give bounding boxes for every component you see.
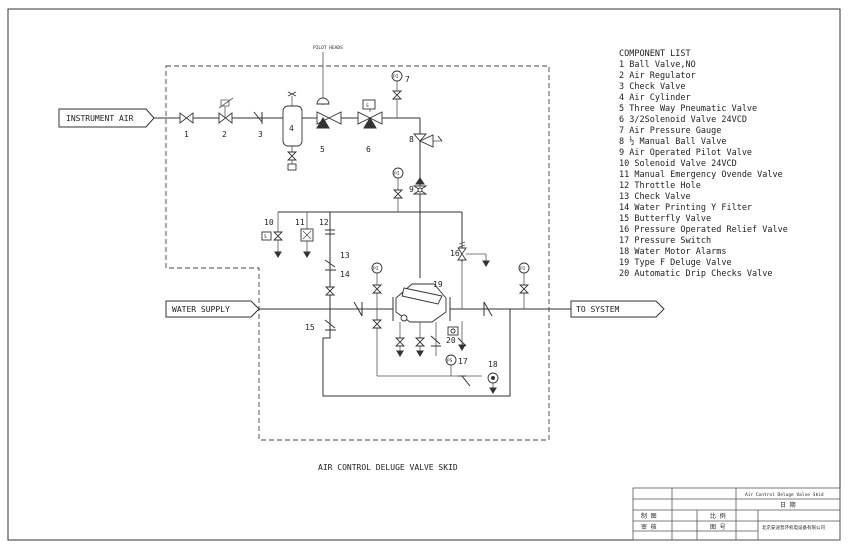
legend-item: 9 Air Operated Pilot Valve [619,148,752,158]
instrument-air-label: INSTRUMENT AIR [66,114,134,123]
relief-valve-16 [457,241,490,309]
tb-checked-label: 审 核 [641,523,657,531]
check-valve-13 [324,259,336,271]
drain-check-c [430,322,441,356]
check-valve-3 [253,111,263,124]
legend-item: 6 3/2Solenoid Valve 24VCD [619,115,747,125]
pressure-gauge-inlet: PI [371,262,383,309]
legend-item: 1 Ball Valve,NO [619,60,696,70]
manual-ball-valve-8 [413,133,443,148]
water-motor-alarm-18 [487,372,499,394]
callout-1: 1 [184,130,189,139]
callout-18: 18 [488,360,498,369]
air-regulator-2 [218,97,234,124]
callout-4: 4 [289,124,294,133]
drain-valve-a [394,322,406,357]
gauge-outlet-tag: PI [520,266,526,272]
outlet-valve-symbol [483,301,493,317]
legend-item: 14 Water Printing Y Filter [619,203,752,213]
solenoid-valve-10: S [261,231,284,258]
callout-14: 14 [340,270,350,279]
legend-item: 16 Pressure Operated Relief Valve [619,225,788,235]
air-skid-boundary [165,65,550,441]
callout-20: 20 [446,336,456,345]
water-supply-tag: WATER SUPPLY [165,300,260,318]
callout-2: 2 [222,130,227,139]
callout-6: 6 [366,145,371,154]
pilot-valve-9 [412,177,428,195]
inlet-drain-valve [371,309,383,376]
drip-check-valve-20 [447,321,467,351]
three-way-valve-5 [316,97,342,129]
component-list: COMPONENT LIST 1 Ball Valve,NO 2 Air Reg… [619,49,788,279]
callout-13: 13 [340,251,350,260]
legend-item: 20 Automatic Drip Checks Valve [619,269,773,279]
legend-item: 2 Air Regulator [619,71,696,81]
manual-override-valve-11 [300,228,314,258]
inlet-valve-symbol [353,301,363,317]
callout-19: 19 [433,280,443,289]
gauge-7-tag: PI [393,74,399,80]
pressure-gauge-7: PI [391,70,403,100]
legend-item: 7 Air Pressure Gauge [619,126,721,136]
legend-item: 10 Solenoid Valve 24VCD [619,159,737,169]
legend-item: 8 ½ Manual Ball Valve [619,136,726,147]
gauge-inlet-tag: PI [373,266,379,272]
pressure-switch-17: PS [445,354,457,376]
title-block: Air Control Deluge Valve Skid 日 期 制 图 审 … [632,487,841,541]
callout-3: 3 [258,130,263,139]
y-filter-14 [324,286,336,296]
tb-date-label: 日 期 [780,501,796,509]
callout-16: 16 [450,249,460,258]
callout-11: 11 [295,218,305,227]
legend-item: 12 Throttle Hole [619,181,701,191]
tb-drawn-label: 制 图 [641,512,657,520]
solenoid-6-tag: S [366,103,369,109]
drawing-title: AIR CONTROL DELUGE VALVE SKID [318,463,458,472]
pressure-gauge-upper: PI [392,167,404,212]
instrument-air-tag: INSTRUMENT AIR [58,108,155,128]
ball-valve-1 [179,112,194,124]
sheet-border [7,8,841,541]
throttle-hole-12 [325,229,335,235]
callout-9: 9 [409,185,414,194]
switch-17-tag: PS [447,358,453,364]
tb-scale-label: 比 例 [710,512,726,520]
solenoid-valve-6: S [357,99,383,129]
legend-item: 4 Air Cylinder [619,93,691,103]
callout-10: 10 [264,218,274,227]
alarm-strainer [458,375,471,387]
pressure-gauge-outlet: PI [518,262,530,309]
legend-item: 15 Butterfly Valve [619,214,711,224]
to-system-tag: TO SYSTEM [570,300,665,318]
callout-5: 5 [320,145,325,154]
water-supply-label: WATER SUPPLY [172,305,230,314]
tb-number-label: 图 号 [710,524,726,531]
legend-item: 17 Pressure Switch [619,236,711,246]
air-cylinder-4 [282,91,303,171]
pilot-heads-label: PILOT HEADS [313,45,343,51]
deluge-valve-19 [392,283,451,323]
callout-8: 8 [409,135,414,144]
gauge-upper-tag: PI [394,171,400,177]
legend-heading: COMPONENT LIST [619,49,691,59]
legend-item: 11 Manual Emergency Ovende Valve [619,170,783,180]
tb-drawing-name: Air Control Deluge Valve Skid [745,492,824,498]
bottom-return-line [322,309,511,397]
callout-12: 12 [319,218,329,227]
callout-17: 17 [458,357,468,366]
legend-item: 3 Check Valve [619,82,686,92]
to-system-label: TO SYSTEM [576,305,620,314]
callout-7: 7 [405,75,410,84]
solenoid-10-tag: S [264,234,267,240]
tb-company: 北京安迪普环机电设备有限公司 [762,524,825,531]
legend-item: 5 Three Way Pneumatic Valve [619,104,757,114]
callout-15: 15 [305,323,315,332]
legend-item: 18 Water Motor Alarms [619,247,726,257]
legend-item: 13 Check Valve [619,192,691,202]
drain-valve-b [414,322,426,357]
legend-item: 19 Type F Deluge Valve [619,258,732,268]
